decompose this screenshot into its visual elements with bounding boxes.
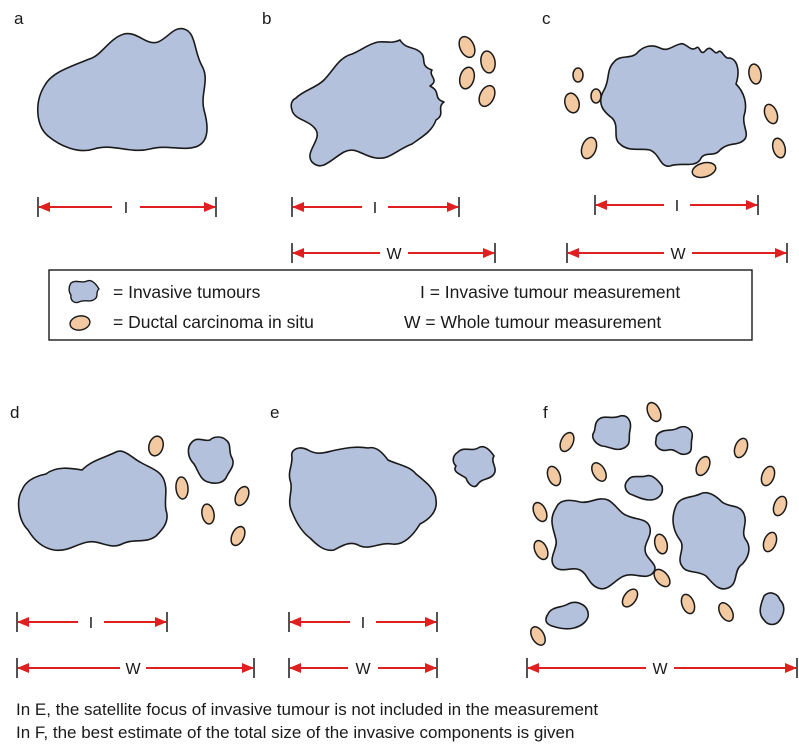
dcis-group <box>458 35 496 108</box>
dcis-focus <box>480 50 496 74</box>
dcis-group <box>148 435 250 547</box>
panel-label: d <box>10 403 19 422</box>
dcis-focus <box>771 137 787 159</box>
dcis-focus <box>691 161 717 179</box>
panel-f: f <box>526 401 798 678</box>
panel-b: b I W <box>262 9 496 263</box>
dcis-focus <box>572 67 584 83</box>
invasive-tumour-icon <box>68 279 100 304</box>
invasive-measure-label: I <box>124 200 128 217</box>
panel-label: b <box>262 9 271 28</box>
legend-dcis-text: = Ductal carcinoma in situ <box>113 312 314 332</box>
invasive-tumour <box>37 27 208 152</box>
invasive-measure-bar: I <box>594 195 759 215</box>
invasive-tumour <box>288 446 438 552</box>
dcis-focus <box>653 568 671 588</box>
dcis-focus <box>546 465 562 487</box>
whole-measure-bar: W <box>16 658 255 678</box>
dcis-focus <box>530 626 546 646</box>
dcis-focus <box>201 503 215 525</box>
dcis-focus <box>533 539 549 561</box>
panel-label: f <box>543 403 548 422</box>
dcis-focus <box>760 465 776 487</box>
legend-invasive-text: = Invasive tumours <box>113 282 261 302</box>
panel-a: a I <box>14 9 217 217</box>
panel-d: d I W <box>10 403 255 678</box>
invasive-measure-bar: I <box>288 612 438 632</box>
dcis-focus <box>559 431 575 453</box>
dcis-focus <box>458 66 476 90</box>
dcis-focus <box>695 455 711 477</box>
whole-measure-label: W <box>386 246 402 263</box>
invasive-focus <box>759 592 785 626</box>
caption-line: In E, the satellite focus of invasive tu… <box>16 700 598 719</box>
dcis-focus <box>532 501 548 523</box>
panel-label: e <box>270 403 279 422</box>
whole-measure-bar: W <box>566 243 788 263</box>
panel-label: c <box>542 9 551 28</box>
dcis-focus <box>748 63 762 85</box>
dcis-focus <box>478 84 496 108</box>
dcis-focus <box>718 602 734 622</box>
dcis-focus <box>646 401 662 423</box>
dcis-group <box>530 401 788 646</box>
whole-measure-label: W <box>670 246 686 263</box>
dcis-focus <box>762 531 778 553</box>
whole-measure-bar: W <box>526 658 798 678</box>
dcis-focus <box>234 485 250 507</box>
dcis-focus <box>590 88 602 104</box>
dcis-focus <box>591 462 607 482</box>
whole-measure-label: W <box>652 661 668 678</box>
invasive-tumour <box>672 491 750 590</box>
invasive-measure-label: I <box>675 198 679 215</box>
dcis-focus <box>148 435 164 457</box>
dcis-focus <box>653 533 669 555</box>
dcis-focus <box>733 437 749 459</box>
dcis-focus <box>621 588 639 608</box>
whole-measure-label: W <box>355 661 371 678</box>
invasive-tumour <box>290 39 445 167</box>
dcis-focus <box>772 495 788 517</box>
satellite-invasive-tumour <box>187 436 234 484</box>
invasive-measure-label: I <box>361 615 365 632</box>
invasive-focus <box>624 474 664 501</box>
captions: In E, the satellite focus of invasive tu… <box>16 700 598 742</box>
dcis-focus <box>680 593 696 615</box>
panel-e: e I W <box>270 403 496 678</box>
invasive-measure-label: I <box>373 200 377 217</box>
invasive-measure-bar: I <box>291 197 460 217</box>
invasive-tumour <box>551 498 656 590</box>
dcis-focus <box>580 136 598 160</box>
invasive-tumour <box>17 450 168 552</box>
invasive-focus <box>654 425 694 456</box>
invasive-focus <box>545 601 590 630</box>
panel-c: c I W <box>542 9 788 263</box>
legend-w-definition: W = Whole tumour measurement <box>404 312 661 332</box>
legend-i-definition: I = Invasive tumour measurement <box>420 282 680 302</box>
invasive-measure-bar: I <box>37 197 217 217</box>
dcis-focus <box>175 476 189 500</box>
whole-measure-bar: W <box>288 658 438 678</box>
invasive-measure-label: I <box>89 615 93 632</box>
caption-line: In F, the best estimate of the total siz… <box>16 723 574 742</box>
legend: = Invasive tumours = Ductal carcinoma in… <box>48 269 753 341</box>
dcis-focus <box>230 525 246 547</box>
whole-measure-bar: W <box>291 243 496 263</box>
dcis-group <box>564 63 787 179</box>
dcis-icon <box>69 315 91 331</box>
dcis-focus <box>564 92 580 114</box>
satellite-invasive-tumour <box>452 445 496 488</box>
dcis-focus <box>458 35 476 59</box>
dcis-focus <box>763 103 779 125</box>
invasive-focus <box>591 414 632 451</box>
panel-label: a <box>14 9 24 28</box>
invasive-measure-bar: I <box>16 612 168 632</box>
whole-measure-label: W <box>125 661 141 678</box>
invasive-tumour <box>599 42 748 167</box>
